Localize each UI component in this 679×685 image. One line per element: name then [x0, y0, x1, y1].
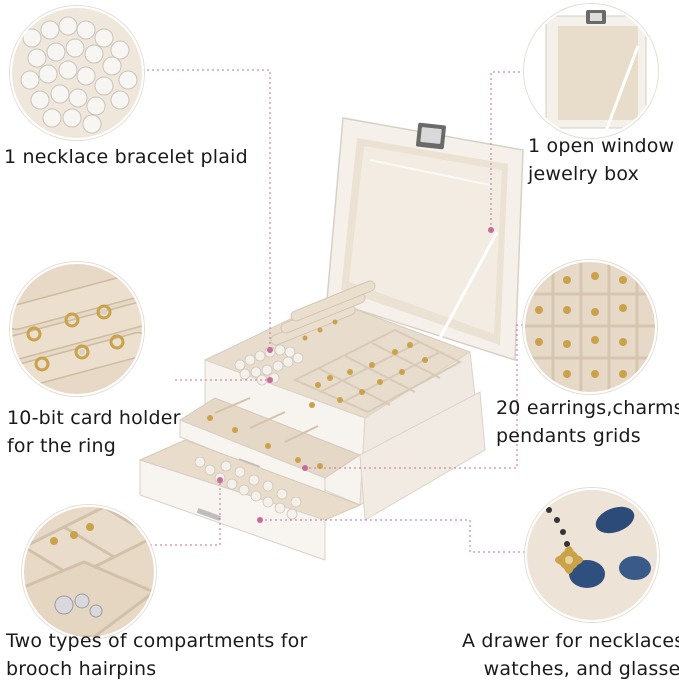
necklace-glasses-detail-circle — [525, 488, 659, 622]
callout-earring-grids-text: 20 earrings,charms, pendants grids — [496, 397, 679, 447]
callout-brooch-compartments-text: Two types of compartments for brooch hai… — [6, 630, 308, 680]
callout-ring-holder: 10-bit card holder for the ring — [7, 404, 181, 460]
callout-brooch-compartments: Two types of compartments for brooch hai… — [6, 627, 308, 683]
callout-ring-holder-text: 10-bit card holder for the ring — [7, 407, 181, 457]
callout-drawer-text: A drawer for necklaces, watches, and gla… — [462, 630, 679, 680]
callout-necklace-bracelet: 1 necklace bracelet plaid — [4, 146, 248, 168]
callout-open-window-text: 1 open window jewelry box — [528, 135, 675, 185]
callout-earring-grids: 20 earrings,charms, pendants grids — [496, 394, 679, 450]
grid-detail-circle — [523, 260, 657, 394]
callout-open-window: 1 open window jewelry box — [528, 132, 674, 188]
brooch-compartment-detail-circle — [22, 505, 156, 639]
pearls-detail-circle — [10, 6, 144, 140]
open-window-detail-circle — [524, 4, 658, 138]
box-lid — [326, 117, 524, 376]
callout-drawer: A drawer for necklaces, watches, and gla… — [462, 627, 679, 683]
ring-holder-detail-circle — [10, 262, 144, 396]
